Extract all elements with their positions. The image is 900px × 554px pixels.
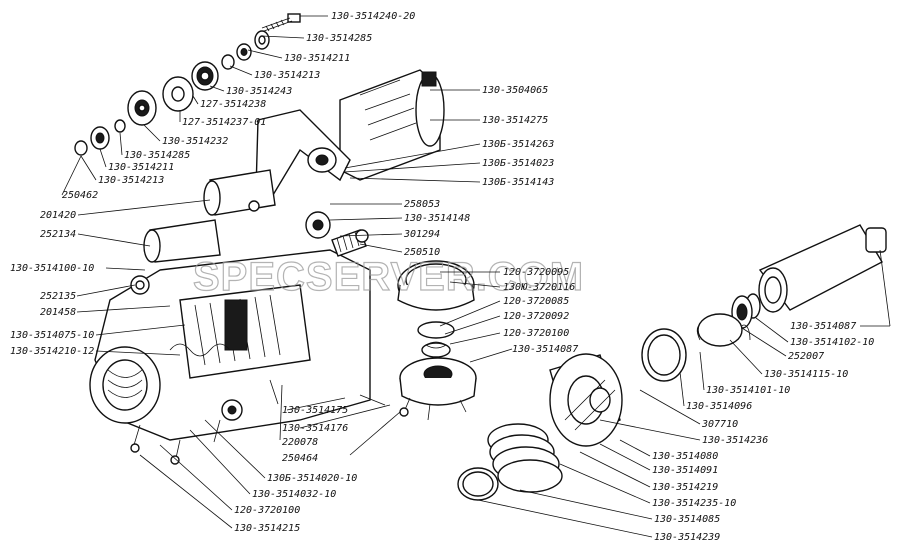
part-label: 127-3514238 <box>200 99 266 110</box>
leader-lines <box>61 15 891 538</box>
part-label: 130-3514096 <box>686 401 752 412</box>
top-stack-parts <box>74 13 301 156</box>
part-label: 130-3514080 <box>652 451 718 462</box>
part-label: 130-3514211 <box>284 53 350 64</box>
part-label: 127-3514237-01 <box>182 117 266 128</box>
part-label: 252135 <box>40 291 76 302</box>
part-label: 130-3514240-20 <box>331 11 415 22</box>
part-label: 130-3514148 <box>404 213 470 224</box>
part-label: 130Б-3514023 <box>482 158 554 169</box>
part-label: 130-3514101-10 <box>706 385 790 396</box>
part-label: 130-3514085 <box>654 514 720 525</box>
part-label: 307710 <box>701 419 738 430</box>
part-label: 250464 <box>282 453 318 464</box>
main-valve-body <box>89 69 445 465</box>
part-label: 130-3514032-10 <box>252 489 336 500</box>
spring-cup-part <box>191 61 219 91</box>
part-label: 120-3720100 <box>503 328 569 339</box>
part-label: 252134 <box>40 229 76 240</box>
part-label: 130-3514176 <box>282 423 348 434</box>
part-label: 130-3514215 <box>234 523 300 534</box>
part-label: 258053 <box>404 199 440 210</box>
part-label: 130Б-3514263 <box>482 139 554 150</box>
part-label: 130-3514213 <box>98 175 164 186</box>
part-label: 130-3514239 <box>654 532 720 543</box>
part-label: 130-3514210-12 <box>10 346 94 357</box>
part-label: 130Б-3514143 <box>482 177 554 188</box>
part-label: 301294 <box>403 229 440 240</box>
diaphragm-valve-assembly <box>397 260 477 421</box>
nut-part <box>221 54 235 70</box>
large-washer-part <box>162 76 194 112</box>
part-label: 130-3514102-10 <box>790 337 874 348</box>
part-label: 120-3720095 <box>503 267 569 278</box>
part-label: 120-3720092 <box>503 311 569 322</box>
part-label: 201420 <box>40 210 76 221</box>
part-labels: 130-3514240-20 130-3514285 130-3514211 1… <box>10 11 874 543</box>
part-label: 130-3514075-10 <box>10 330 94 341</box>
part-label: 130-3514243 <box>226 86 292 97</box>
part-label: 130-3514232 <box>162 136 228 147</box>
part-label: 250510 <box>404 247 440 258</box>
part-label: 120-3720085 <box>503 296 569 307</box>
screw-part <box>261 13 301 32</box>
part-label: 252007 <box>788 351 824 362</box>
part-label: 130-3514219 <box>652 482 718 493</box>
part-label: 250462 <box>62 190 98 201</box>
washer-part <box>114 119 126 133</box>
part-label: 130-3514275 <box>482 115 548 126</box>
part-label: 130-3504065 <box>482 85 548 96</box>
part-label: 130-3514091 <box>652 465 718 476</box>
part-label: 130-3514087 <box>790 321 856 332</box>
part-label: 130-3514087 <box>512 344 578 355</box>
part-label: 120-3720100 <box>234 505 300 516</box>
part-label: 130Ю-3720116 <box>503 282 575 293</box>
part-label: 130-3514211 <box>108 162 174 173</box>
part-label: 130-3514285 <box>124 150 190 161</box>
large-spring-part <box>487 423 563 493</box>
part-label: 201458 <box>40 307 76 318</box>
part-label: 130-3514175 <box>282 405 348 416</box>
watermark: SPECSERVER.COM <box>193 255 584 299</box>
part-label: 130-3514213 <box>254 70 320 81</box>
part-label: 130-3514115-10 <box>764 369 848 380</box>
part-label: 220078 <box>282 437 318 448</box>
disk-part <box>127 90 157 126</box>
part-label: 130-3514235-10 <box>652 498 736 509</box>
part-label: 130Б-3514020-10 <box>267 473 357 484</box>
part-label: 130-3514236 <box>702 435 768 446</box>
right-cylinder-assembly <box>457 224 887 501</box>
part-label: 130-3514100-10 <box>10 263 94 274</box>
nut-part <box>74 140 88 156</box>
part-label: 130-3514285 <box>306 33 372 44</box>
